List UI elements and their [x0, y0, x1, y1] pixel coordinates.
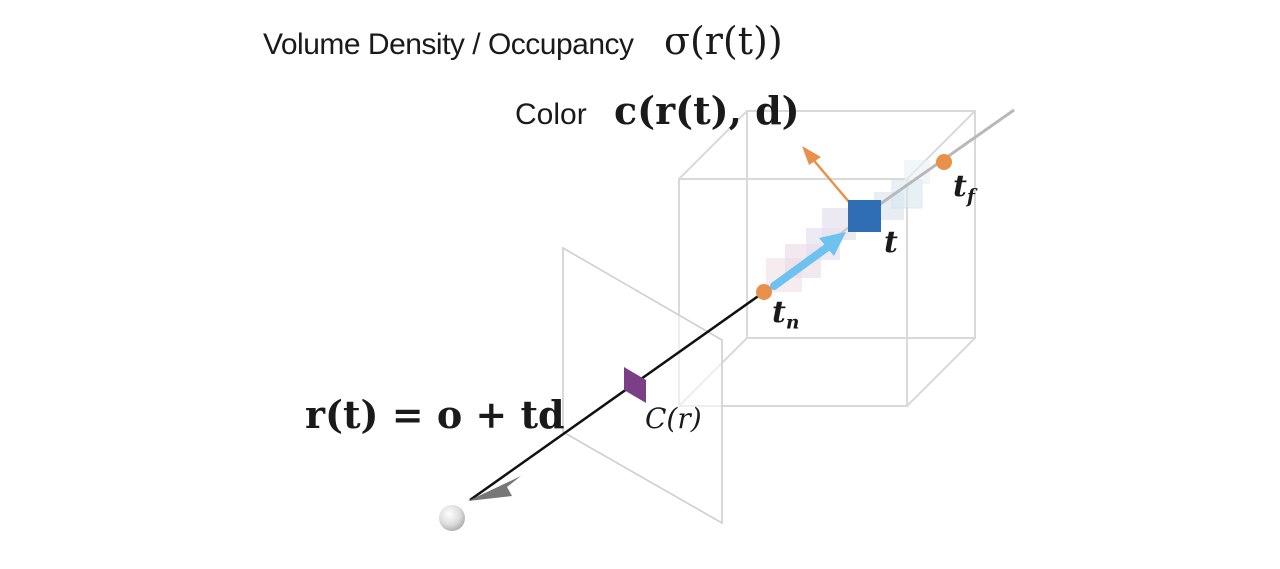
pixel-marker: [624, 367, 646, 403]
t-sample-label: t: [884, 225, 898, 260]
color-formula: c(r(t), d): [614, 88, 800, 133]
direction-arrow: [770, 232, 846, 290]
camera-origin-sphere-icon: [439, 505, 465, 531]
density-formula: σ(r(t)): [664, 19, 783, 63]
ray-equation: r(t) = o + td: [305, 392, 565, 437]
near-bound-marker: [756, 284, 772, 300]
sample-point-square: [848, 200, 881, 232]
color-label: Color: [515, 98, 587, 131]
pixel-color-label: C(r): [645, 402, 702, 435]
density-label: Volume Density / Occupancy: [263, 28, 634, 61]
arrowhead-icon: [468, 476, 521, 501]
t-near-label: tn: [772, 295, 800, 334]
t-far-label: tf: [953, 169, 975, 208]
color-direction-arrow: [802, 146, 850, 203]
far-bound-marker: [936, 154, 952, 170]
ray-line: [469, 290, 765, 502]
